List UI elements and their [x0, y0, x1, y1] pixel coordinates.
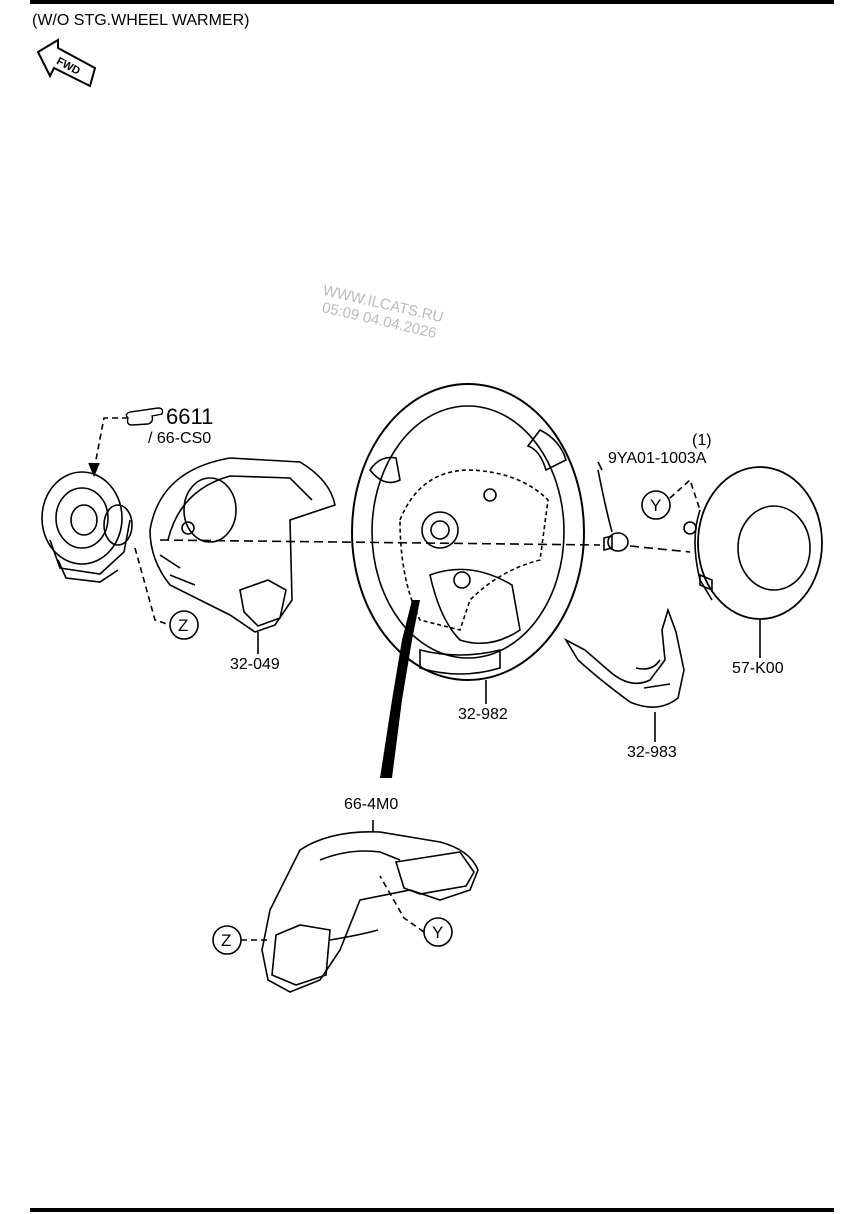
- lower-garnish-part: [563, 607, 685, 708]
- reference-code: 6611: [166, 404, 214, 429]
- bolt-part: [597, 469, 629, 552]
- part-label-32-982[interactable]: 32-982: [458, 706, 508, 723]
- marker-y-upper: [641, 490, 671, 520]
- ref-leader: [93, 417, 128, 471]
- airbag-part: [683, 466, 823, 620]
- marker-y-upper-text: Y: [650, 496, 661, 515]
- steering-wheel-part: [351, 383, 585, 681]
- rear-cover-part: [149, 457, 336, 633]
- bottom-border: [30, 1208, 834, 1212]
- part-label-66-4M0[interactable]: 66-4M0: [344, 796, 399, 813]
- reference-sub: / 66-CS0: [148, 430, 212, 447]
- pointing-hand-icon: [125, 407, 164, 426]
- top-border: [30, 0, 834, 4]
- part-label-32-983[interactable]: 32-983: [627, 744, 677, 761]
- marker-z-upper-text: Z: [178, 616, 188, 635]
- harness-line: [380, 600, 420, 778]
- quantity-label: (1): [692, 432, 712, 449]
- switch-assembly-part: [261, 831, 479, 993]
- marker-z-lower-text: Z: [221, 931, 231, 950]
- fwd-arrow-icon: FWD: [36, 38, 97, 88]
- part-label-32-049[interactable]: 32-049: [230, 656, 280, 673]
- part-label-57-K00[interactable]: 57-K00: [732, 660, 784, 677]
- part-label-9YA01-1003A[interactable]: 9YA01-1003A: [608, 450, 707, 467]
- marker-y-lower-text: Y: [432, 923, 443, 942]
- diagram-title: (W/O STG.WHEEL WARMER): [32, 12, 250, 29]
- clock-spring-part: [41, 471, 133, 583]
